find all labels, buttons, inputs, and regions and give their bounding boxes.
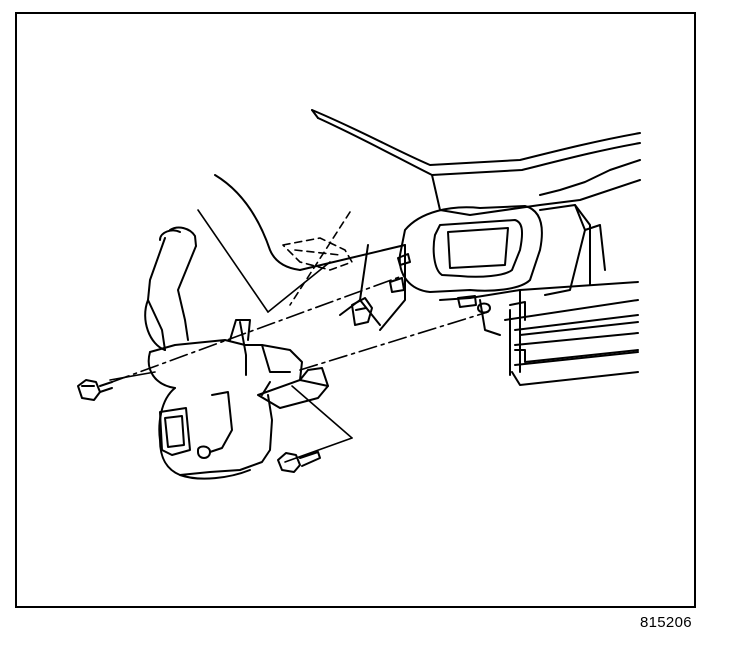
fender-liner [214, 174, 406, 331]
leader-lines [109, 209, 353, 463]
mounting-holes [389, 253, 491, 314]
fender-edge [311, 109, 641, 176]
fastener-axis-lines [111, 274, 489, 383]
lower-bolt [277, 451, 321, 473]
headlamp-housing [398, 159, 641, 296]
radiator-support [439, 281, 639, 386]
figure-number: 815206 [640, 614, 692, 631]
dashed-hidden-lines [282, 211, 353, 306]
rail-slot [457, 295, 477, 308]
clip-nut [351, 297, 373, 326]
washer-fluid-reservoir [144, 226, 329, 480]
upper-bolt [77, 379, 113, 401]
